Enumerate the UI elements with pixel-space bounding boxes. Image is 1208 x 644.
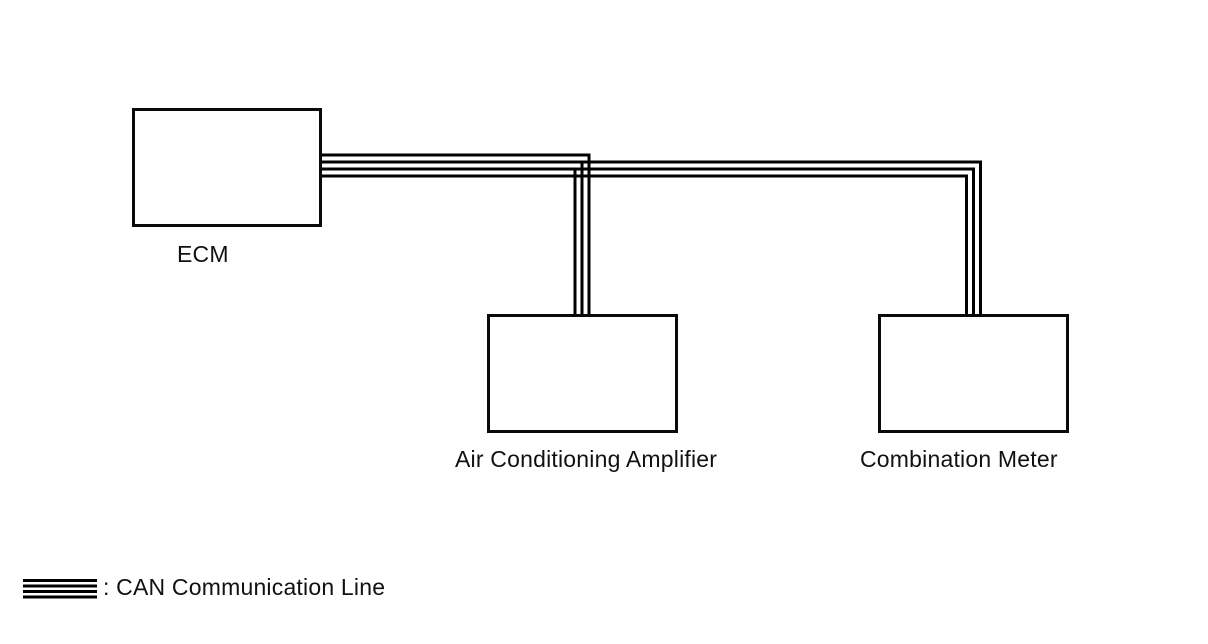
legend-label: : CAN Communication Line <box>103 574 386 600</box>
can-line-segment <box>319 174 968 318</box>
can-line-segment <box>319 160 982 318</box>
node-box-combination-meter <box>878 314 1069 433</box>
node-box-ecm <box>132 108 322 227</box>
can-line-symbol <box>23 579 97 599</box>
can-line-segment <box>319 153 591 318</box>
node-box-air-conditioning-amplifier <box>487 314 678 433</box>
can-line-segment <box>319 160 584 318</box>
node-label-combination-meter: Combination Meter <box>860 446 1058 472</box>
node-label-air-conditioning-amplifier: Air Conditioning Amplifier <box>455 446 718 472</box>
can-line-segment <box>319 167 577 318</box>
node-label-ecm: ECM <box>177 241 229 267</box>
legend: : CAN Communication Line <box>23 576 385 599</box>
can-line-segment <box>319 167 975 318</box>
